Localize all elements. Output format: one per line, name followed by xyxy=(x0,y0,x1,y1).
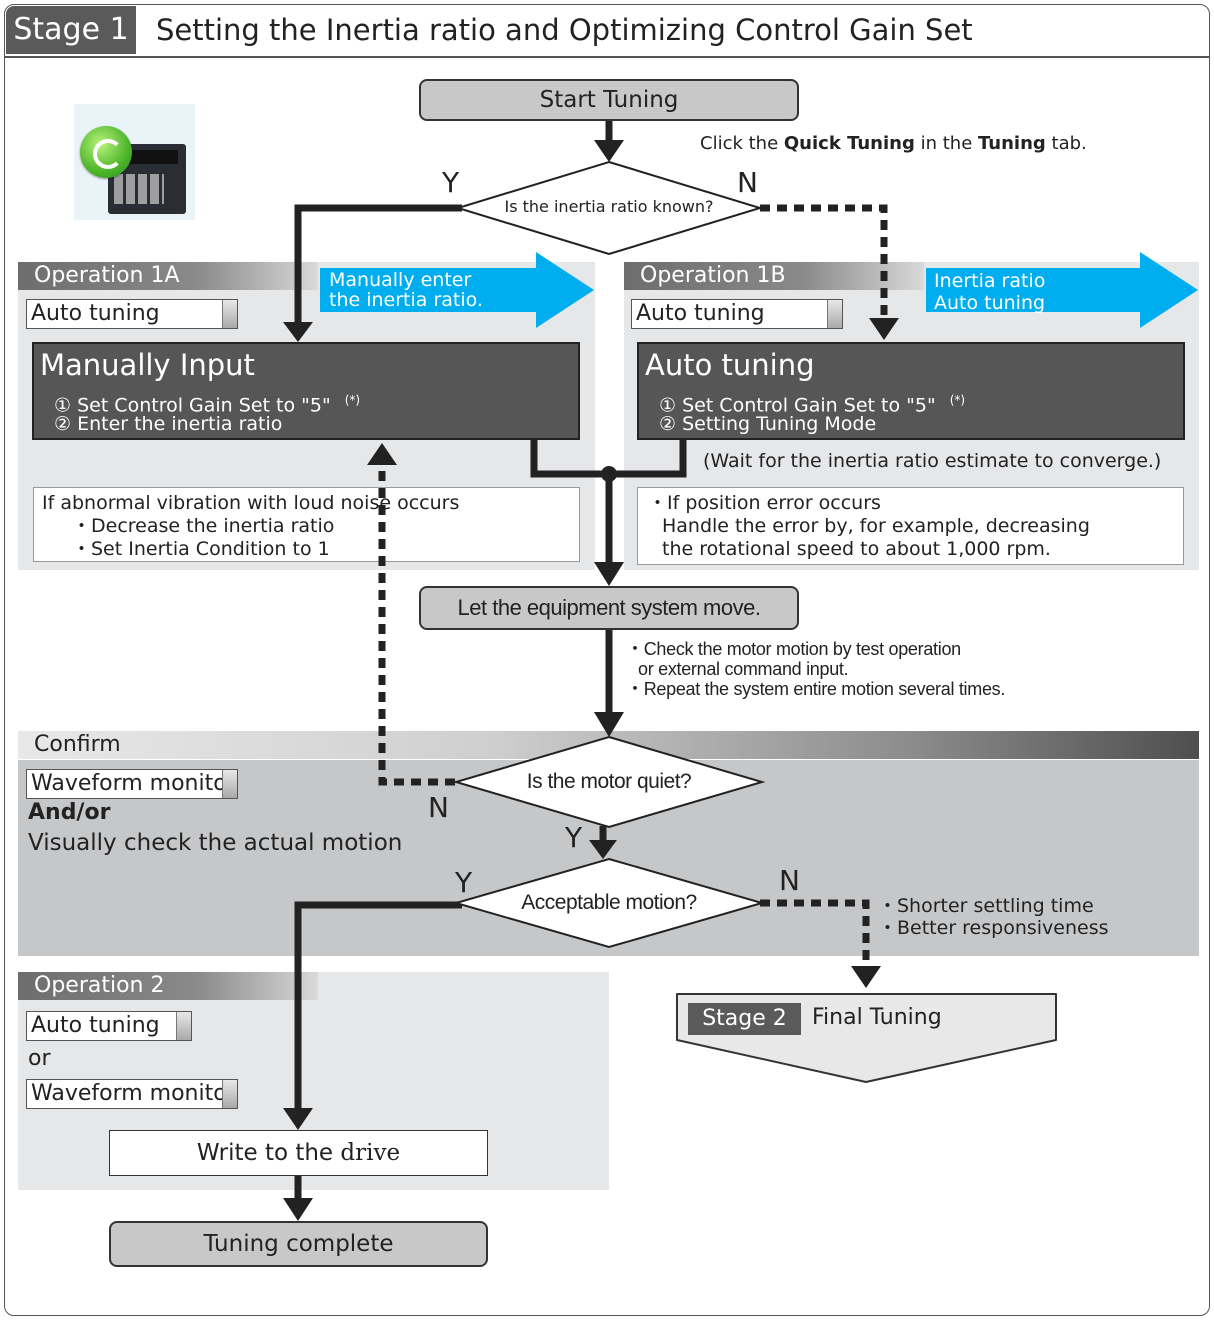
move-notes: ・Check the motor motion by test operatio… xyxy=(626,639,1006,699)
arrowhead xyxy=(283,322,313,342)
tuning-complete-node: Tuning complete xyxy=(109,1221,488,1267)
wait-note: (Wait for the inertia ratio estimate to … xyxy=(703,450,1162,472)
control-bevel xyxy=(222,300,237,328)
op1b-step1: ① Set Control Gain Set to "5"(*) xyxy=(659,393,966,417)
arrowhead xyxy=(851,966,881,988)
stage2-title: Final Tuning xyxy=(812,1005,942,1030)
auto-tuning-box: Auto tuning ① Set Control Gain Set to "5… xyxy=(637,342,1185,440)
op1a-auto-tuning-control[interactable]: Auto tuning xyxy=(26,299,238,329)
decision-accept-text: Acceptable motion? xyxy=(521,891,697,914)
solid-arrowheads xyxy=(283,140,899,1221)
yes-branch-to-manual xyxy=(294,204,462,322)
arrowhead xyxy=(283,1108,313,1130)
arrowhead xyxy=(594,562,624,586)
op1b-position-error-note: ・If position error occurs Handle the err… xyxy=(637,487,1184,565)
inertia-auto-arrow xyxy=(926,252,1198,328)
op1a-step2: ② Enter the inertia ratio xyxy=(54,413,283,435)
manually-input-box: Manually Input ① Set Control Gain Set to… xyxy=(32,342,580,440)
accept-no-branch xyxy=(760,899,870,966)
operation-2-header: Operation 2 xyxy=(18,972,318,1000)
refresh-icon xyxy=(80,126,132,178)
arrowhead xyxy=(594,140,624,162)
manual-to-merge xyxy=(530,440,609,478)
op1a-vibration-note: If abnormal vibration with loud noise oc… xyxy=(33,487,580,562)
quick-tuning-text: Quick Tuning xyxy=(783,133,915,154)
arrowhead xyxy=(589,840,617,859)
control-bevel xyxy=(222,770,237,798)
op2-waveform-monitor-control[interactable]: Waveform monitor xyxy=(26,1079,238,1109)
solid-flow-lines xyxy=(294,121,687,1200)
arrowhead xyxy=(869,318,899,340)
confirm-waveform-monitor-control[interactable]: Waveform monitor xyxy=(26,769,238,799)
stage2-reasons: ・Shorter settling time ・Better responsiv… xyxy=(878,895,1109,939)
op2-auto-tuning-control[interactable]: Auto tuning xyxy=(26,1011,192,1041)
inertia-no-branch xyxy=(760,204,888,318)
start-tuning-node: Start Tuning xyxy=(419,79,799,121)
andor-label: And/or xyxy=(28,800,111,825)
or-label: or xyxy=(28,1046,51,1071)
arrowhead xyxy=(283,1198,313,1221)
auto-to-merge xyxy=(609,440,687,478)
operation-1b-header: Operation 1B xyxy=(624,262,924,290)
arrowhead xyxy=(594,712,624,737)
stage1-badge: Stage 1 xyxy=(6,6,136,54)
accept-yes-label: Y xyxy=(455,866,473,899)
decision-motor-quiet xyxy=(452,735,766,829)
inertia-no-label: N xyxy=(737,166,758,199)
accept-no-label: N xyxy=(779,864,800,897)
control-bevel xyxy=(827,300,842,328)
decision-inertia-known xyxy=(454,160,764,256)
op1a-step1: ① Set Control Gain Set to "5"(*) xyxy=(54,393,361,417)
stage2-badge: Stage 2 xyxy=(688,1003,801,1035)
manual-enter-arrow xyxy=(320,252,594,328)
manually-input-title: Manually Input xyxy=(40,348,255,382)
keypad-keys xyxy=(114,174,164,204)
quiet-no-branch xyxy=(378,466,455,786)
visual-check-label: Visually check the actual motion xyxy=(28,830,403,856)
quiet-yes-label: Y xyxy=(565,821,583,854)
stage-header xyxy=(4,4,1210,58)
stage1-title: Setting the Inertia ratio and Optimizing… xyxy=(156,13,973,47)
inertia-yes-label: Y xyxy=(442,166,460,199)
control-bevel xyxy=(176,1012,191,1040)
write-to-drive-node: Write to the drive xyxy=(109,1130,488,1176)
quick-tuning-instruction: Click the Quick Tuning in the Tuning tab… xyxy=(700,133,1087,154)
tuning-tab-text: Tuning xyxy=(978,133,1046,154)
op1b-auto-tuning-control[interactable]: Auto tuning xyxy=(631,299,843,329)
control-bevel xyxy=(222,1080,237,1108)
let-equipment-move-node: Let the equipment system move. xyxy=(419,586,799,630)
merge-dot xyxy=(601,466,617,482)
auto-tuning-title: Auto tuning xyxy=(645,348,815,382)
dotted-flow-lines xyxy=(378,204,888,966)
operation-1a-header: Operation 1A xyxy=(18,262,318,290)
decision-quiet-text: Is the motor quiet? xyxy=(526,770,692,793)
arrowhead xyxy=(367,443,397,465)
decision-acceptable-motion xyxy=(452,857,766,949)
decision-inertia-text: Is the inertia ratio known? xyxy=(504,197,714,216)
quick-tuning-app-icon xyxy=(74,104,195,220)
quiet-no-label: N xyxy=(428,791,449,824)
op1b-step2: ② Setting Tuning Mode xyxy=(659,413,877,435)
page-frame xyxy=(4,4,1210,1316)
accept-yes-to-write xyxy=(294,901,462,1108)
